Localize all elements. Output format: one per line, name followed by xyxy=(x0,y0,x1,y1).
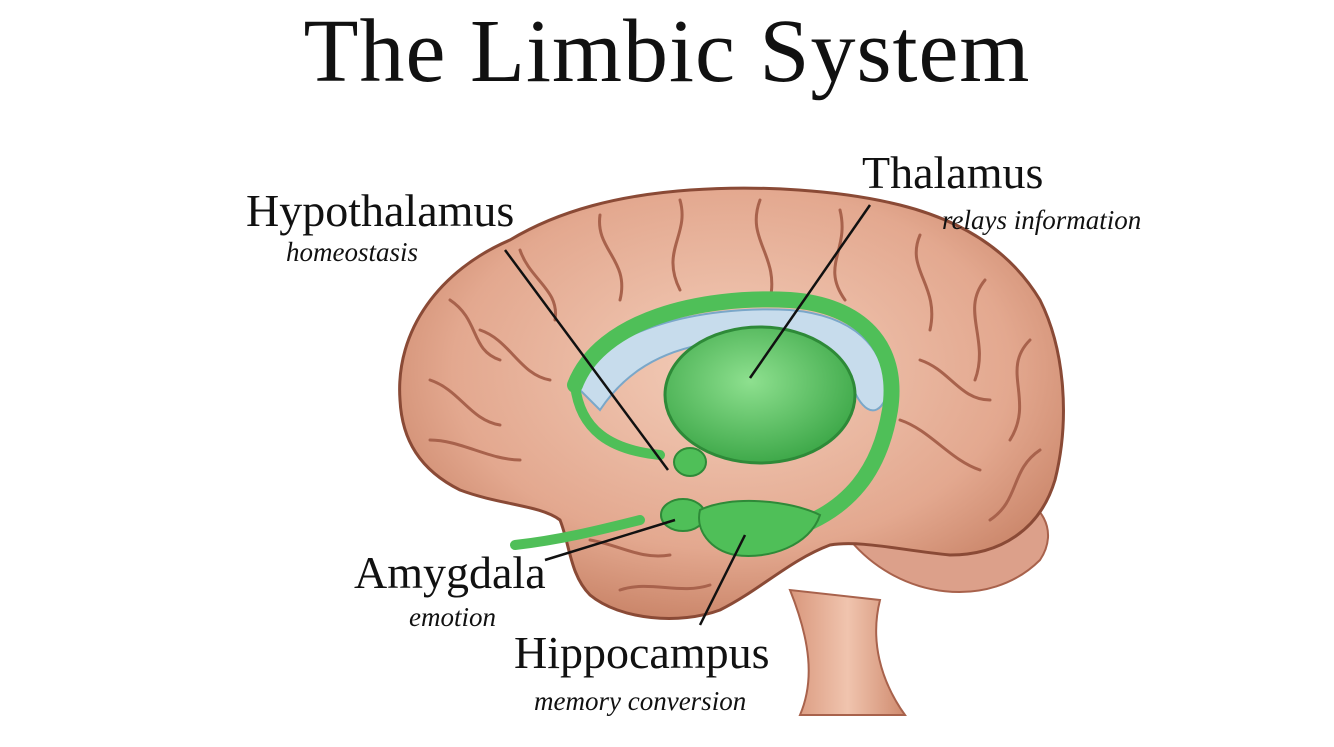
brain-stem xyxy=(788,588,907,716)
hippocampus-leader xyxy=(698,534,747,626)
thalamus-structure xyxy=(663,325,857,465)
amygdala-label: Amygdala xyxy=(354,547,546,598)
page-title: The Limbic System xyxy=(303,2,1031,101)
amygdala-leader xyxy=(544,518,676,562)
thalamus-leader xyxy=(748,204,872,379)
brain-folds xyxy=(428,198,1042,592)
olfactory-tract xyxy=(510,515,645,550)
hippocampus-label: Hippocampus xyxy=(514,627,770,678)
thalamus-label: Thalamus xyxy=(862,147,1044,198)
amygdala-function: emotion xyxy=(409,602,496,632)
hypothalamus-leader xyxy=(503,249,670,471)
fornix xyxy=(570,380,665,460)
hippocampus-function: memory conversion xyxy=(534,686,747,716)
thalamus-function: relays information xyxy=(942,205,1142,235)
hypothalamus-label: Hypothalamus xyxy=(246,185,515,236)
hippocampus-structure xyxy=(698,499,822,557)
hypothalamus-structure xyxy=(673,447,707,477)
limbic-arc xyxy=(567,291,900,538)
hypothalamus-function: homeostasis xyxy=(286,237,419,267)
leader-lines xyxy=(503,204,872,626)
